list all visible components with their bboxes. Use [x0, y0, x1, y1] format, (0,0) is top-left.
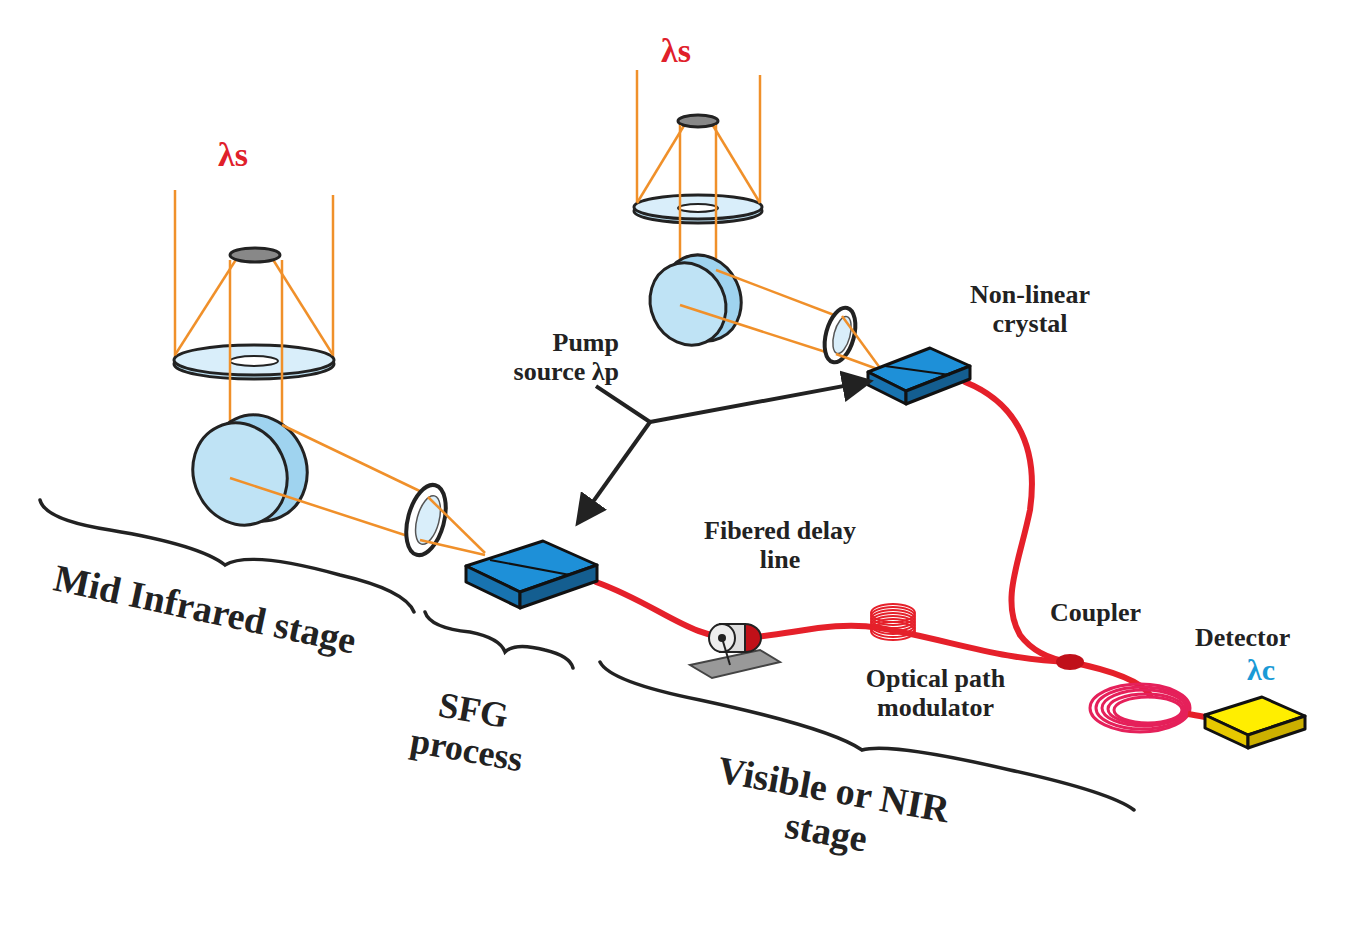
- part-label: Fibered delay line: [695, 516, 865, 574]
- node-label: Detector: [1195, 623, 1345, 652]
- detector-box: [1205, 697, 1305, 748]
- pump-source: Pump source λp: [485, 328, 619, 386]
- delay-line: [690, 624, 780, 678]
- stage-label: Visible or NIR stage: [700, 747, 961, 874]
- part-label: Optical path modulator: [828, 664, 1043, 722]
- node-label: Non-linear crystal: [950, 280, 1110, 338]
- pump-arrow: [580, 422, 650, 520]
- crystal-node: Non-linear crystal: [866, 346, 972, 398]
- pump-arrow: [596, 382, 866, 422]
- wavelength-label: λs: [218, 136, 278, 174]
- part-label: Coupler: [1050, 598, 1160, 627]
- wavelength-label: λs: [661, 32, 721, 70]
- telescope: [174, 190, 485, 559]
- modulator-coil: [871, 604, 915, 640]
- nonlinear-crystal: [868, 348, 970, 404]
- nonlinear-crystal: [466, 541, 597, 608]
- telescope: [634, 70, 880, 370]
- stage-label: SFG process: [384, 677, 556, 784]
- optical-fiber: [596, 382, 1150, 695]
- node-label: Pump source λp: [485, 328, 619, 386]
- node-label: λc: [1247, 653, 1307, 687]
- bracket: [40, 500, 1134, 810]
- detector: Detectorλc: [1203, 697, 1307, 747]
- coupler: [1056, 654, 1084, 670]
- fiber-coil: [1090, 684, 1222, 732]
